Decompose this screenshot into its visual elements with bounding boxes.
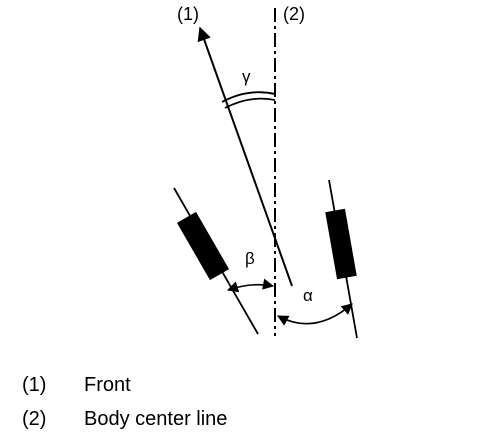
legend-text: Body center line (84, 407, 228, 430)
beta-angle-arc (226, 278, 275, 293)
front-marker-label: (1) (177, 4, 199, 24)
legend-text: Front (84, 373, 131, 396)
alpha-label: α (303, 286, 313, 305)
legend-item-body-center-line: (2) Body center line (22, 402, 227, 436)
gamma-angle-arc-inner (224, 97, 276, 109)
wheel-alignment-diagram: (1) (2) γ β α (173, 4, 358, 339)
alpha-angle-arc (277, 303, 353, 326)
beta-label: β (245, 249, 255, 268)
legend-number: (2) (22, 407, 47, 430)
legend: (1) Front (2) Body center line (22, 368, 227, 436)
gamma-label: γ (242, 67, 251, 86)
left-tire (176, 211, 230, 281)
legend-number: (1) (22, 373, 47, 396)
centerline-marker-label: (2) (283, 4, 305, 24)
legend-item-front: (1) Front (22, 368, 227, 402)
right-tire (325, 208, 357, 280)
gamma-angle-arc-outer (221, 91, 276, 103)
front-direction-line (197, 26, 293, 287)
